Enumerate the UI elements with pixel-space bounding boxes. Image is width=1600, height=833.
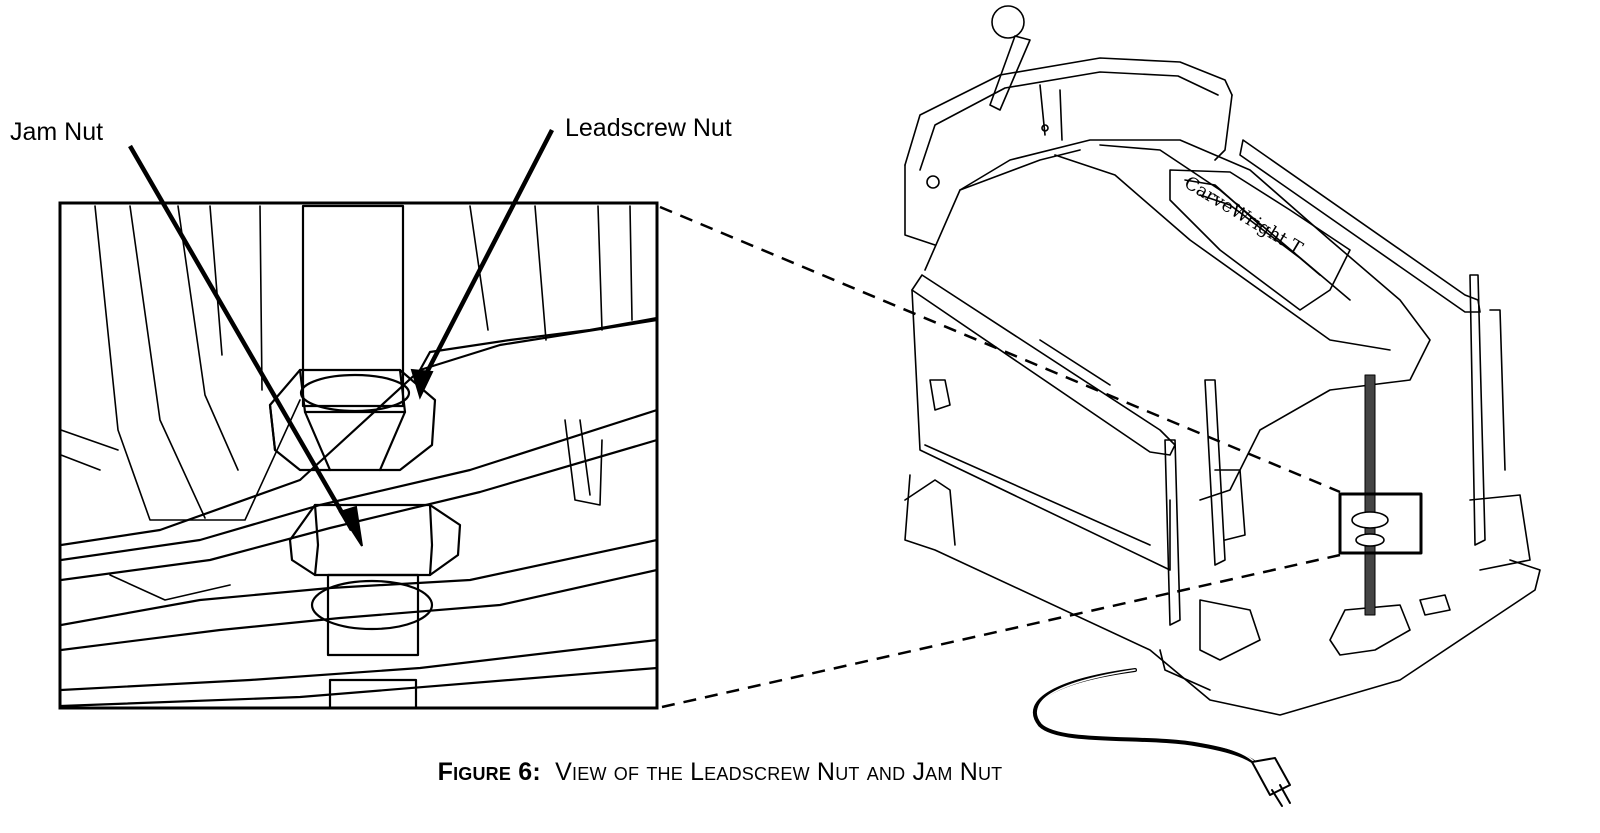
detail-inset [58, 201, 659, 710]
figure-caption-text: View of the Leadscrew Nut and Jam Nut [555, 758, 1003, 786]
inset-bracket [109, 419, 603, 601]
inset-jam-nut [288, 503, 462, 577]
leadscrew-nut-leader [410, 128, 554, 400]
power-cord [1032, 668, 1291, 807]
front-post [1204, 379, 1226, 566]
handle-knob [991, 5, 1025, 39]
inset-leadscrew [301, 204, 434, 707]
inset-leadscrew-nut [268, 368, 437, 472]
jam-nut-label: Jam Nut [10, 118, 103, 146]
base [904, 474, 1541, 716]
zoom-highlight-box [1338, 492, 1423, 555]
front-roller [911, 274, 1176, 456]
side-panel [911, 289, 1171, 571]
machine-illustration: CarveWright T [904, 5, 1541, 807]
figure-number: Figure 6: [437, 758, 541, 786]
figure-caption: Figure 6: View of the Leadscrew Nut and … [0, 758, 1440, 787]
main-body [924, 139, 1431, 501]
inset-frame [58, 201, 659, 710]
zoom-projection-lines [659, 205, 1341, 709]
top-handle [904, 57, 1233, 166]
rear-roller [1239, 139, 1481, 313]
jam-nut-leader [128, 144, 363, 547]
leadscrew-nut-label: Leadscrew Nut [565, 114, 732, 142]
